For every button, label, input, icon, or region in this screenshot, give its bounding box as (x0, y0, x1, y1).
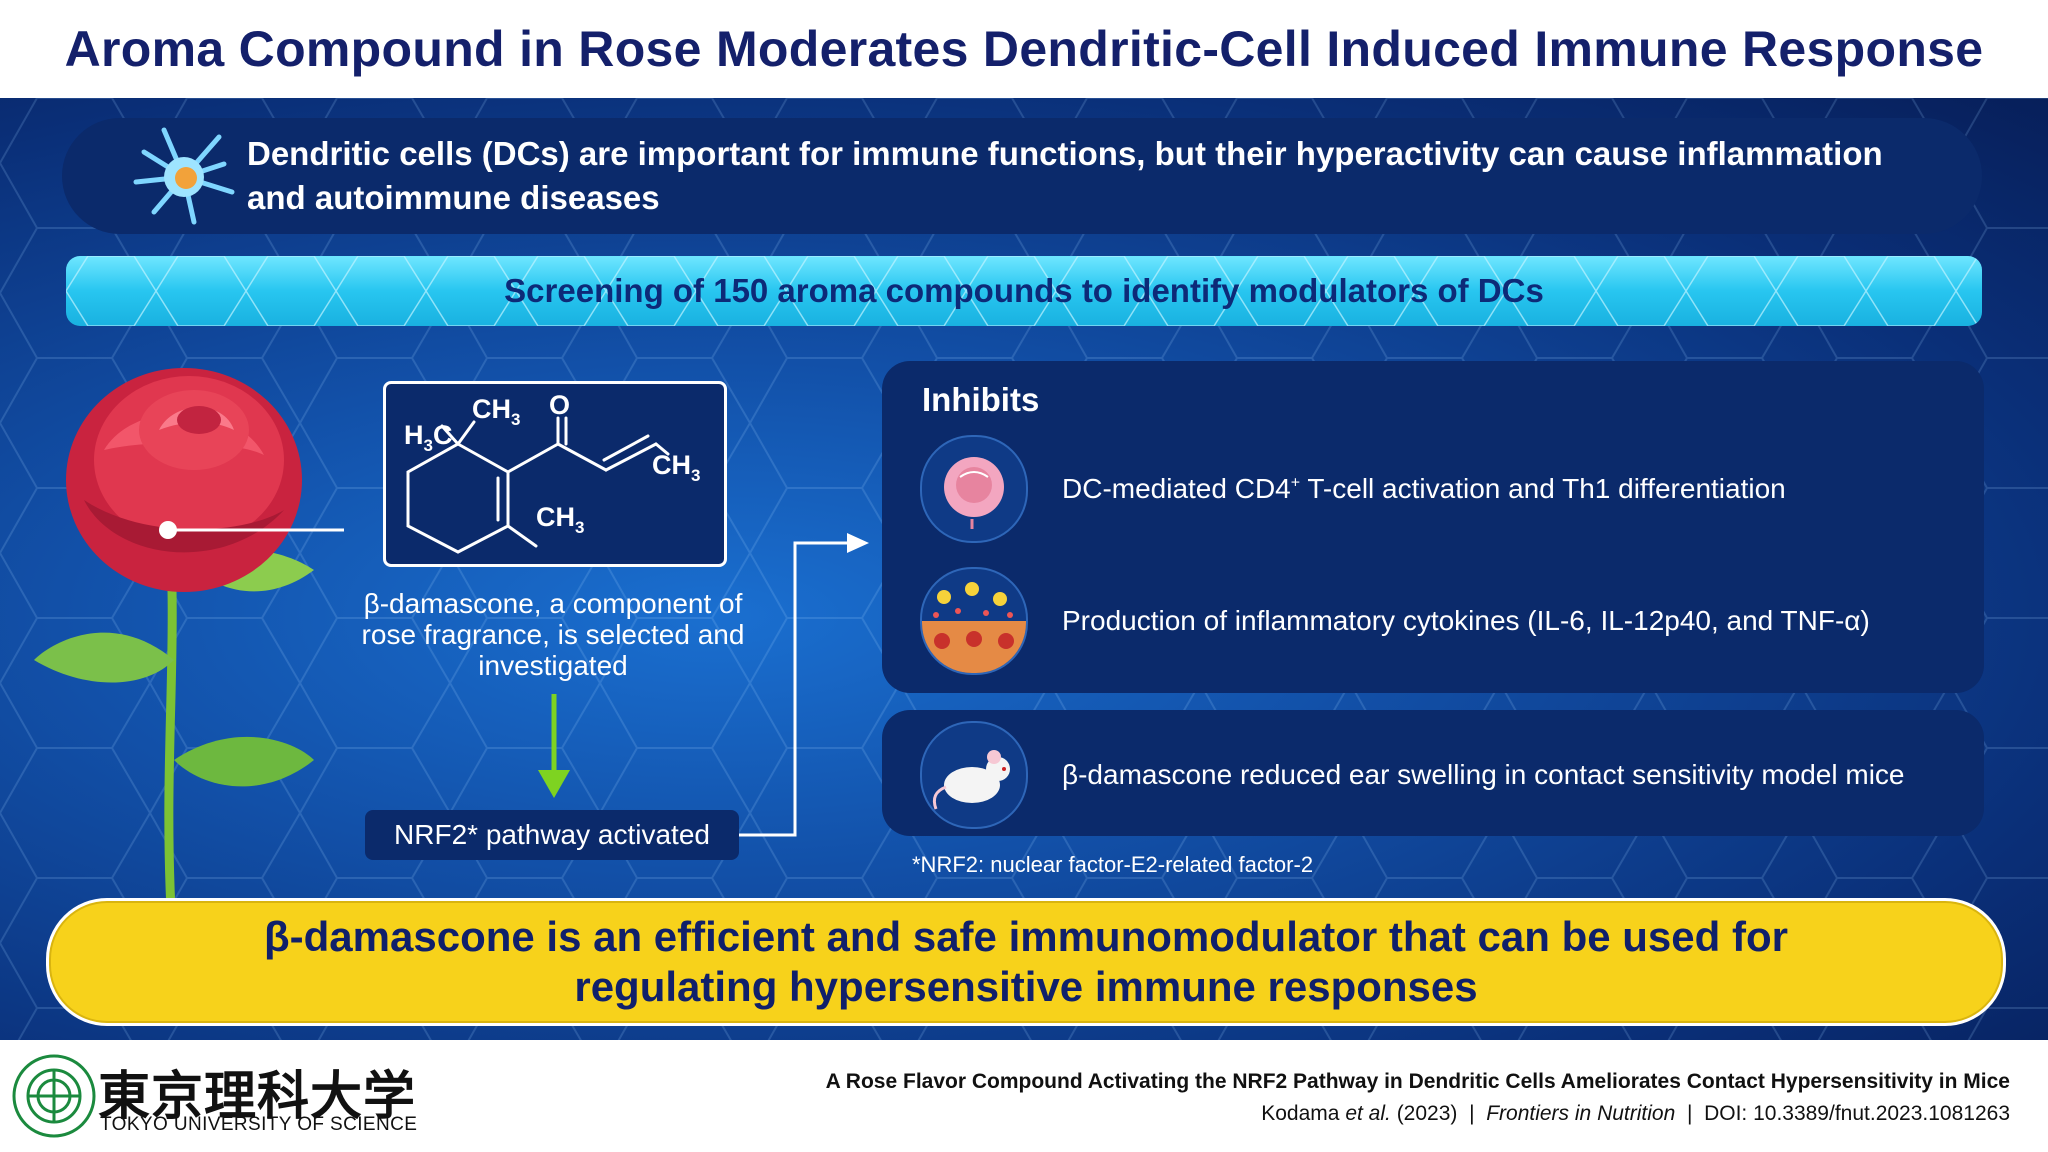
inhibit-item-tcell: DC-mediated CD4+ T-cell activation and T… (920, 435, 1786, 543)
svg-text:CH3: CH3 (652, 450, 700, 485)
screening-banner: Screening of 150 aroma compounds to iden… (66, 256, 1982, 326)
molecule-box: H3C CH3 O CH3 CH3 (383, 381, 727, 567)
connector-arrow-icon (739, 533, 869, 837)
tcell-superscript: + (1290, 474, 1301, 492)
inhibits-heading: Inhibits (922, 381, 1040, 418)
nrf2-pathway-box: NRF2* pathway activated (365, 810, 739, 860)
h3c-label: H (404, 420, 424, 450)
inhibit-item-cytokines-text: Production of inflammatory cytokines (IL… (1062, 605, 1870, 636)
intro-text: Dendritic cells (DCs) are important for … (247, 135, 1883, 216)
tcell-text-pre: DC-mediated CD4 (1062, 473, 1291, 504)
ch3-top-subscript: 3 (511, 410, 520, 429)
inhibit-item-tcell-text: DC-mediated CD4+ T-cell activation and T… (1062, 473, 1786, 505)
svg-text:CH3: CH3 (536, 502, 584, 537)
page-title: Aroma Compound in Rose Moderates Dendrit… (64, 21, 1984, 77)
citation-doi[interactable]: DOI: 10.3389/fnut.2023.1081263 (1704, 1102, 2010, 1125)
footer: 東京理科大学 TOKYO UNIVERSITY OF SCIENCE A Ros… (0, 1040, 2048, 1152)
citation-journal: Frontiers in Nutrition (1486, 1102, 1676, 1125)
mouse-result-panel: β-damascone reduced ear swelling in cont… (882, 710, 1984, 836)
paper-title: A Rose Flavor Compound Activating the NR… (825, 1070, 2010, 1093)
screening-text: Screening of 150 aroma compounds to iden… (504, 272, 1544, 309)
cytokines-icon (920, 567, 1028, 675)
t-cell-icon (920, 435, 1028, 543)
beta-damascone-structure: H3C CH3 O CH3 CH3 (404, 390, 700, 554)
university-name-japanese: 東京理科大学 (98, 1066, 417, 1127)
ch3-top-label: CH (472, 394, 511, 424)
mouse-icon (920, 721, 1028, 829)
citation-author: Kodama (1261, 1102, 1340, 1125)
ch3-bottom-label: CH (536, 502, 575, 532)
screening-hex-pattern (66, 256, 1982, 326)
university-name-english: TOKYO UNIVERSITY OF SCIENCE (100, 1114, 418, 1135)
arrow-down-icon (538, 694, 570, 798)
citation-separator-2: | (1686, 1102, 1693, 1125)
citation-separator-1: | (1469, 1102, 1475, 1125)
oxygen-label: O (549, 390, 570, 420)
footnote: *NRF2: nuclear factor-E2-related factor-… (912, 852, 1314, 877)
citation-et-al: et al. (1345, 1102, 1391, 1125)
h3c-c: C (433, 420, 453, 450)
main-panel: Dendritic cells (DCs) are important for … (0, 98, 2048, 1040)
inhibits-panel: Inhibits DC-mediated CD4+ T-cell activat… (882, 361, 1984, 693)
citation-line: Kodama et al. (2023) | Frontiers in Nutr… (1261, 1102, 2010, 1126)
title-bar: Aroma Compound in Rose Moderates Dendrit… (0, 0, 2048, 98)
inhibit-item-cytokines: Production of inflammatory cytokines (IL… (920, 567, 1870, 675)
ch3-bottom-subscript: 3 (575, 518, 584, 537)
svg-text:CH3: CH3 (472, 394, 520, 429)
mouse-result-text: β-damascone reduced ear swelling in cont… (1062, 759, 1905, 790)
dendritic-cell-icon (133, 127, 235, 225)
rose-illustration (34, 368, 344, 931)
compound-description: β-damascone, a component of rose fragran… (361, 588, 745, 681)
conclusion-banner: β-damascone is an efficient and safe imm… (46, 898, 2006, 1026)
intro-banner: Dendritic cells (DCs) are important for … (62, 118, 1982, 234)
h3c-subscript: 3 (424, 436, 433, 455)
tcell-text-post: T-cell activation and Th1 differentiatio… (1300, 473, 1786, 504)
ch3-right-label: CH (652, 450, 691, 480)
conclusion-text: β-damascone is an efficient and safe imm… (264, 913, 1788, 1010)
mouse-result-row: β-damascone reduced ear swelling in cont… (920, 721, 1905, 829)
university-seal-icon (12, 1054, 96, 1138)
citation-year: (2023) (1396, 1102, 1458, 1125)
ch3-right-subscript: 3 (691, 466, 700, 485)
svg-text:H3C: H3C (404, 420, 452, 455)
